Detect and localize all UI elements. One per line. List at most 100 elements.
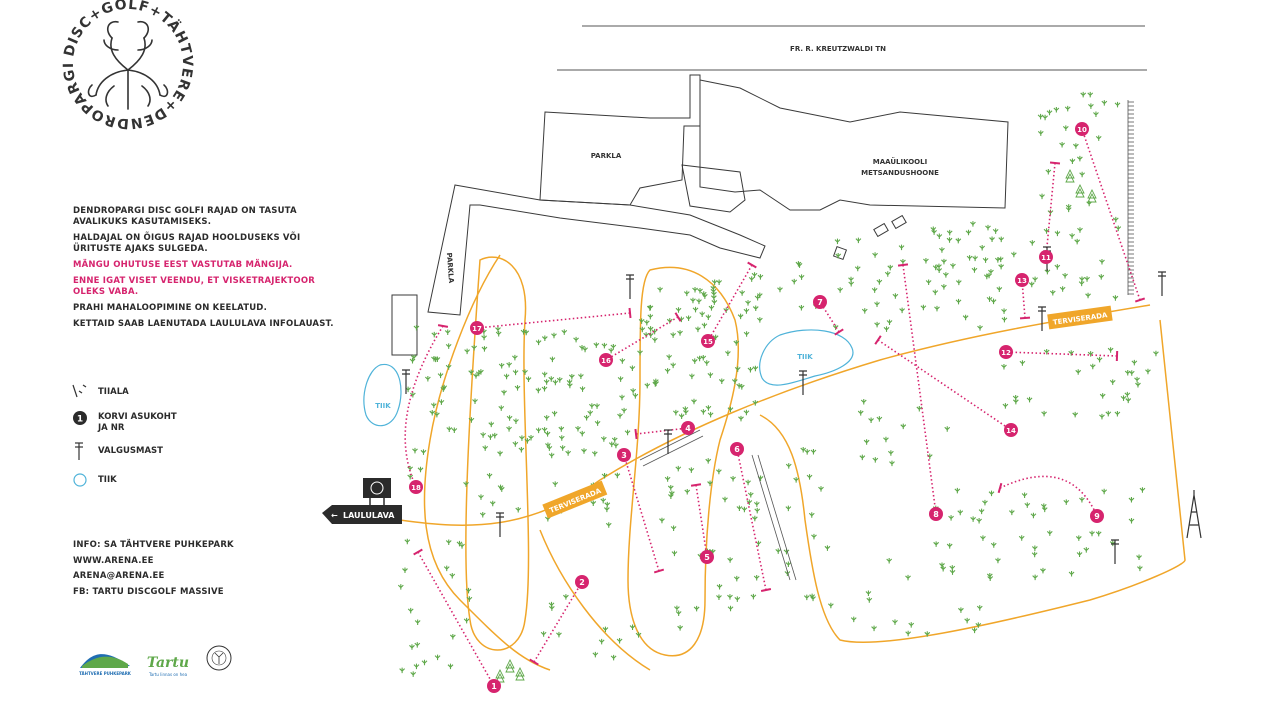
- tree-icon: [941, 258, 947, 265]
- tree-icon: [777, 286, 783, 293]
- tree-icon: [468, 417, 475, 423]
- basket-16[interactable]: 16: [599, 353, 613, 367]
- tee-marker-1: [413, 548, 423, 556]
- light-mast-icon: [1038, 306, 1046, 331]
- tree-icon: [684, 488, 691, 495]
- tree-icon: [613, 442, 619, 449]
- basket-11[interactable]: 11: [1039, 250, 1053, 264]
- basket-7[interactable]: 7: [813, 295, 827, 309]
- throw-line-17: [476, 312, 631, 329]
- tree-icon: [671, 550, 678, 557]
- tree-icon: [643, 319, 650, 326]
- info-email[interactable]: ARENA@ARENA.EE: [73, 571, 165, 581]
- tree-icon: [751, 272, 758, 278]
- tree-icon: [522, 369, 528, 375]
- tartu-logo-sub: Tartu linnas on hea: [148, 672, 188, 677]
- tree-icon: [733, 575, 740, 582]
- tree-icon: [587, 410, 594, 416]
- basket-marker: [470, 321, 484, 335]
- tree-icon: [598, 638, 605, 645]
- tree-icon: [936, 267, 943, 273]
- tree-icon: [519, 435, 525, 441]
- tree-icon: [798, 305, 805, 311]
- tree-icon: [931, 229, 937, 235]
- basket-4[interactable]: 4: [681, 421, 695, 435]
- tree-icon: [861, 308, 868, 314]
- tree-icon: [1136, 554, 1142, 561]
- tree-icon: [601, 473, 608, 479]
- basket-6[interactable]: 6: [730, 442, 744, 456]
- tree-icon: [850, 616, 857, 623]
- info-facebook[interactable]: FB: TARTU DISCGOLF MASSIVE: [73, 587, 224, 597]
- basket-10[interactable]: 10: [1075, 122, 1089, 136]
- tree-icon: [1128, 518, 1135, 524]
- tree-icon: [619, 394, 625, 401]
- tree-icon: [1099, 393, 1106, 399]
- basket-5[interactable]: 5: [700, 550, 714, 564]
- tree-icon: [710, 285, 717, 291]
- basket-8[interactable]: 8: [929, 507, 943, 521]
- tree-icon: [515, 507, 522, 513]
- tree-icon: [990, 542, 997, 548]
- legend-light-label: VALGUSMAST: [98, 446, 163, 456]
- basket-14[interactable]: 14: [1004, 423, 1018, 437]
- tree-icon: [472, 398, 478, 405]
- tee-marker-16: [674, 312, 682, 322]
- tree-icon: [647, 313, 654, 320]
- tree-icon: [1037, 130, 1044, 136]
- tree-icon: [672, 409, 679, 416]
- basket-legend-icon: 1: [73, 411, 87, 425]
- tree-icon: [552, 379, 559, 386]
- tree-icon: [417, 466, 424, 473]
- basket-number: 5: [704, 553, 710, 562]
- tree-icon: [975, 622, 982, 628]
- tree-icon: [727, 557, 733, 563]
- tree-icon: [594, 403, 600, 409]
- tree-icon: [930, 226, 937, 232]
- basket-number: 4: [685, 424, 691, 433]
- tree-icon: [743, 331, 750, 337]
- tree-icon: [414, 619, 421, 625]
- tree-icon: [1047, 209, 1054, 216]
- tree-icon: [989, 236, 995, 243]
- rule-line: HALDAJAL ON ÕIGUS RAJAD HOOLDUSEKS VÕI: [73, 233, 301, 243]
- tree-icon: [785, 561, 792, 567]
- logo: DISC+GOLF+TÄHTVERE+DENDROPARGI+: [0, 0, 194, 131]
- rule-line: AVALIKUKS KASUTAMISEKS.: [73, 217, 212, 227]
- tree-icon: [696, 355, 703, 362]
- tree-icon: [668, 490, 675, 497]
- basket-number: 13: [1017, 277, 1027, 285]
- tree-icon: [1018, 535, 1025, 541]
- tree-icon: [883, 436, 889, 443]
- tree-icon: [1001, 308, 1007, 314]
- tree-icon: [447, 663, 454, 670]
- basket-12[interactable]: 12: [999, 345, 1013, 359]
- tree-icon: [466, 596, 473, 602]
- tree-icon: [433, 411, 440, 418]
- basket-number: 14: [1006, 427, 1016, 435]
- basket-13[interactable]: 13: [1015, 273, 1029, 287]
- tree-icon: [544, 431, 551, 437]
- street: [557, 25, 1147, 71]
- rule-item: ENNE IGAT VISET VEENDU, ET VISKETRAJEKTO…: [73, 276, 315, 298]
- tree-icon: [535, 387, 542, 394]
- info-website[interactable]: WWW.ARENA.EE: [73, 556, 154, 566]
- basket-2[interactable]: 2: [575, 575, 589, 589]
- tree-icon: [753, 575, 760, 581]
- tree-icon: [752, 305, 759, 312]
- throw-line-5: [695, 484, 708, 558]
- tree-icon: [905, 630, 912, 637]
- tree-icon: [886, 557, 893, 564]
- basket-15[interactable]: 15: [701, 334, 715, 348]
- tree-icon: [691, 358, 698, 364]
- basket-17[interactable]: 17: [470, 321, 484, 335]
- tree-icon: [1105, 410, 1112, 417]
- basket-1[interactable]: 1: [487, 679, 501, 693]
- tree-icon: [635, 632, 642, 638]
- basket-9[interactable]: 9: [1090, 509, 1104, 523]
- tee-marker-13: [1019, 316, 1031, 320]
- tree-icon: [590, 500, 597, 506]
- building-wing-outline: [681, 164, 746, 213]
- basket-18[interactable]: 18: [409, 480, 423, 494]
- basket-3[interactable]: 3: [617, 448, 631, 462]
